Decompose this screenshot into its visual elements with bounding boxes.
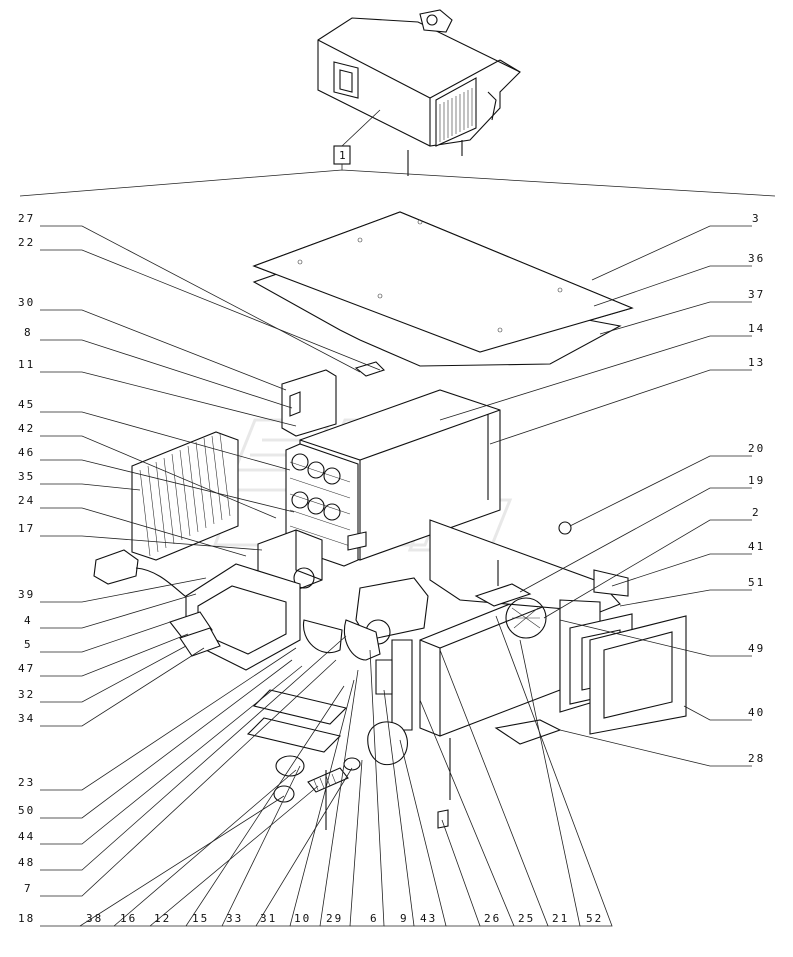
callout-12: 12 xyxy=(154,912,171,925)
callout-32: 32 xyxy=(18,688,35,701)
callout-33: 33 xyxy=(226,912,243,925)
outlet-frame xyxy=(569,569,687,735)
callout-6: 6 xyxy=(370,912,379,925)
callout-35: 35 xyxy=(18,470,35,483)
callout-23: 23 xyxy=(18,776,35,789)
cover-plate xyxy=(252,211,634,367)
callout-40: 40 xyxy=(748,706,765,719)
callout-48: 48 xyxy=(18,856,35,869)
callout-52: 52 xyxy=(586,912,603,925)
callout-20: 20 xyxy=(748,442,765,455)
callouts-left: 27 22 30 8 11 45 42 46 35 24 17 39 4 5 4… xyxy=(18,212,35,725)
callout-39: 39 xyxy=(18,588,35,601)
callout-4: 4 xyxy=(24,614,33,627)
callout-44: 44 xyxy=(18,830,35,843)
callout-24: 24 xyxy=(18,494,35,507)
callout-26: 26 xyxy=(484,912,501,925)
callout-41: 41 xyxy=(748,540,765,553)
callout-28: 28 xyxy=(748,752,765,765)
callouts-lower-left: 23 50 44 48 7 xyxy=(18,776,35,895)
callout-19: 19 xyxy=(748,474,765,487)
callout-37: 37 xyxy=(748,288,765,301)
assembly-index-box: 1 xyxy=(19,109,776,197)
callout-36: 36 xyxy=(748,252,765,265)
condenser-grille xyxy=(131,431,239,561)
callout-31: 31 xyxy=(260,912,277,925)
assembled-heater-unit xyxy=(317,9,521,176)
callout-5: 5 xyxy=(24,638,33,651)
callout-29: 29 xyxy=(326,912,343,925)
callout-45: 45 xyxy=(18,398,35,411)
callout-49: 49 xyxy=(748,642,765,655)
callout-18: 18 xyxy=(18,912,35,925)
mounting-bracket xyxy=(281,361,386,437)
callout-13: 13 xyxy=(748,356,765,369)
callout-17: 17 xyxy=(18,522,35,535)
index-box-label: 1 xyxy=(339,149,348,162)
callout-9: 9 xyxy=(400,912,409,925)
callout-25: 25 xyxy=(518,912,535,925)
callout-47: 47 xyxy=(18,662,35,675)
callouts-right: 3 36 37 14 13 20 19 2 41 51 49 40 28 xyxy=(748,212,765,765)
callouts-bottom: 18 38 16 12 15 33 31 10 29 6 9 43 26 25 … xyxy=(18,912,603,925)
callout-34: 34 xyxy=(18,712,35,725)
pump-and-pipes xyxy=(302,577,429,766)
callout-2: 2 xyxy=(752,506,761,519)
lower-frame xyxy=(169,563,301,671)
callout-11: 11 xyxy=(18,358,35,371)
callout-27: 27 xyxy=(18,212,35,225)
callout-14: 14 xyxy=(748,322,765,335)
callout-3: 3 xyxy=(752,212,761,225)
callout-38: 38 xyxy=(86,912,103,925)
callout-30: 30 xyxy=(18,296,35,309)
callout-50: 50 xyxy=(18,804,35,817)
callout-43: 43 xyxy=(420,912,437,925)
callout-16: 16 xyxy=(120,912,137,925)
callout-15: 15 xyxy=(192,912,209,925)
leader-lines xyxy=(40,225,752,927)
callout-42: 42 xyxy=(18,422,35,435)
callout-7: 7 xyxy=(24,882,33,895)
callout-8: 8 xyxy=(24,326,33,339)
callout-51: 51 xyxy=(748,576,765,589)
callout-22: 22 xyxy=(18,236,35,249)
callout-10: 10 xyxy=(294,912,311,925)
callout-46: 46 xyxy=(18,446,35,459)
callout-21: 21 xyxy=(552,912,569,925)
